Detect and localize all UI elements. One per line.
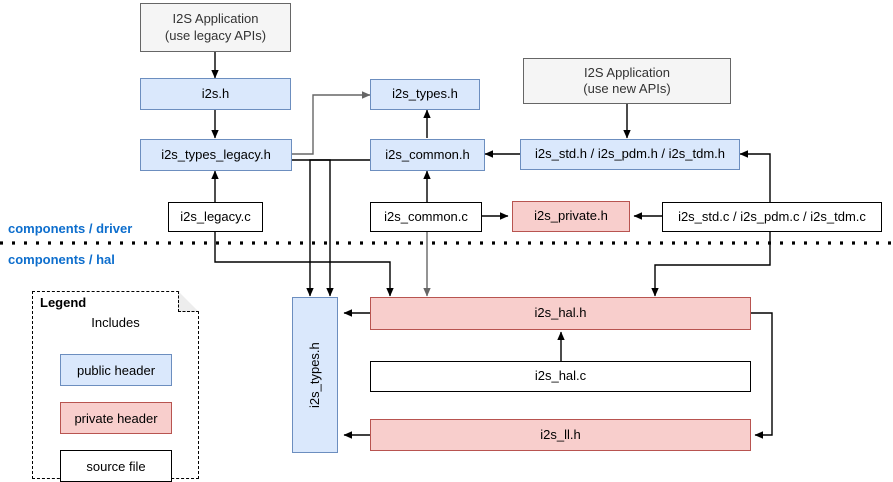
node-i2s-std-h[interactable]: i2s_std.h / i2s_pdm.h / i2s_tdm.h <box>520 139 740 170</box>
node-i2s-std-c[interactable]: i2s_std.c / i2s_pdm.c / i2s_tdm.c <box>662 202 882 232</box>
node-i2s-types-h-top[interactable]: i2s_types.h <box>370 79 480 110</box>
node-i2s-private-h[interactable]: i2s_private.h <box>512 201 630 232</box>
legend-swatch-source-file: source file <box>60 450 172 482</box>
legend-title: Legend <box>40 295 87 310</box>
node-i2s-types-legacy-h[interactable]: i2s_types_legacy.h <box>140 139 292 171</box>
node-i2s-hal-c[interactable]: i2s_hal.c <box>370 361 751 392</box>
divider-label-driver: components / driver <box>8 221 133 236</box>
node-i2s-legacy-c[interactable]: i2s_legacy.c <box>168 202 263 232</box>
node-i2s-common-h[interactable]: i2s_common.h <box>370 139 485 171</box>
legend-swatch-public-header: public header <box>60 354 172 386</box>
node-app-new[interactable]: I2S Application (use new APIs) <box>523 58 731 104</box>
node-i2s-types-h-hal[interactable]: i2s_types.h <box>292 297 338 453</box>
legend-includes-label: Includes <box>91 315 140 330</box>
node-app-legacy[interactable]: I2S Application (use legacy APIs) <box>140 3 291 52</box>
node-i2s-ll-h[interactable]: i2s_ll.h <box>370 419 751 451</box>
legend-swatch-private-header: private header <box>60 402 172 434</box>
node-i2s-common-c[interactable]: i2s_common.c <box>370 202 482 232</box>
legend: Legend Includes public header private he… <box>32 291 199 482</box>
node-i2s-h[interactable]: i2s.h <box>140 78 291 110</box>
divider-label-hal: components / hal <box>8 252 115 267</box>
legend-fold-corner-icon <box>178 291 199 312</box>
node-i2s-hal-h[interactable]: i2s_hal.h <box>370 297 751 330</box>
